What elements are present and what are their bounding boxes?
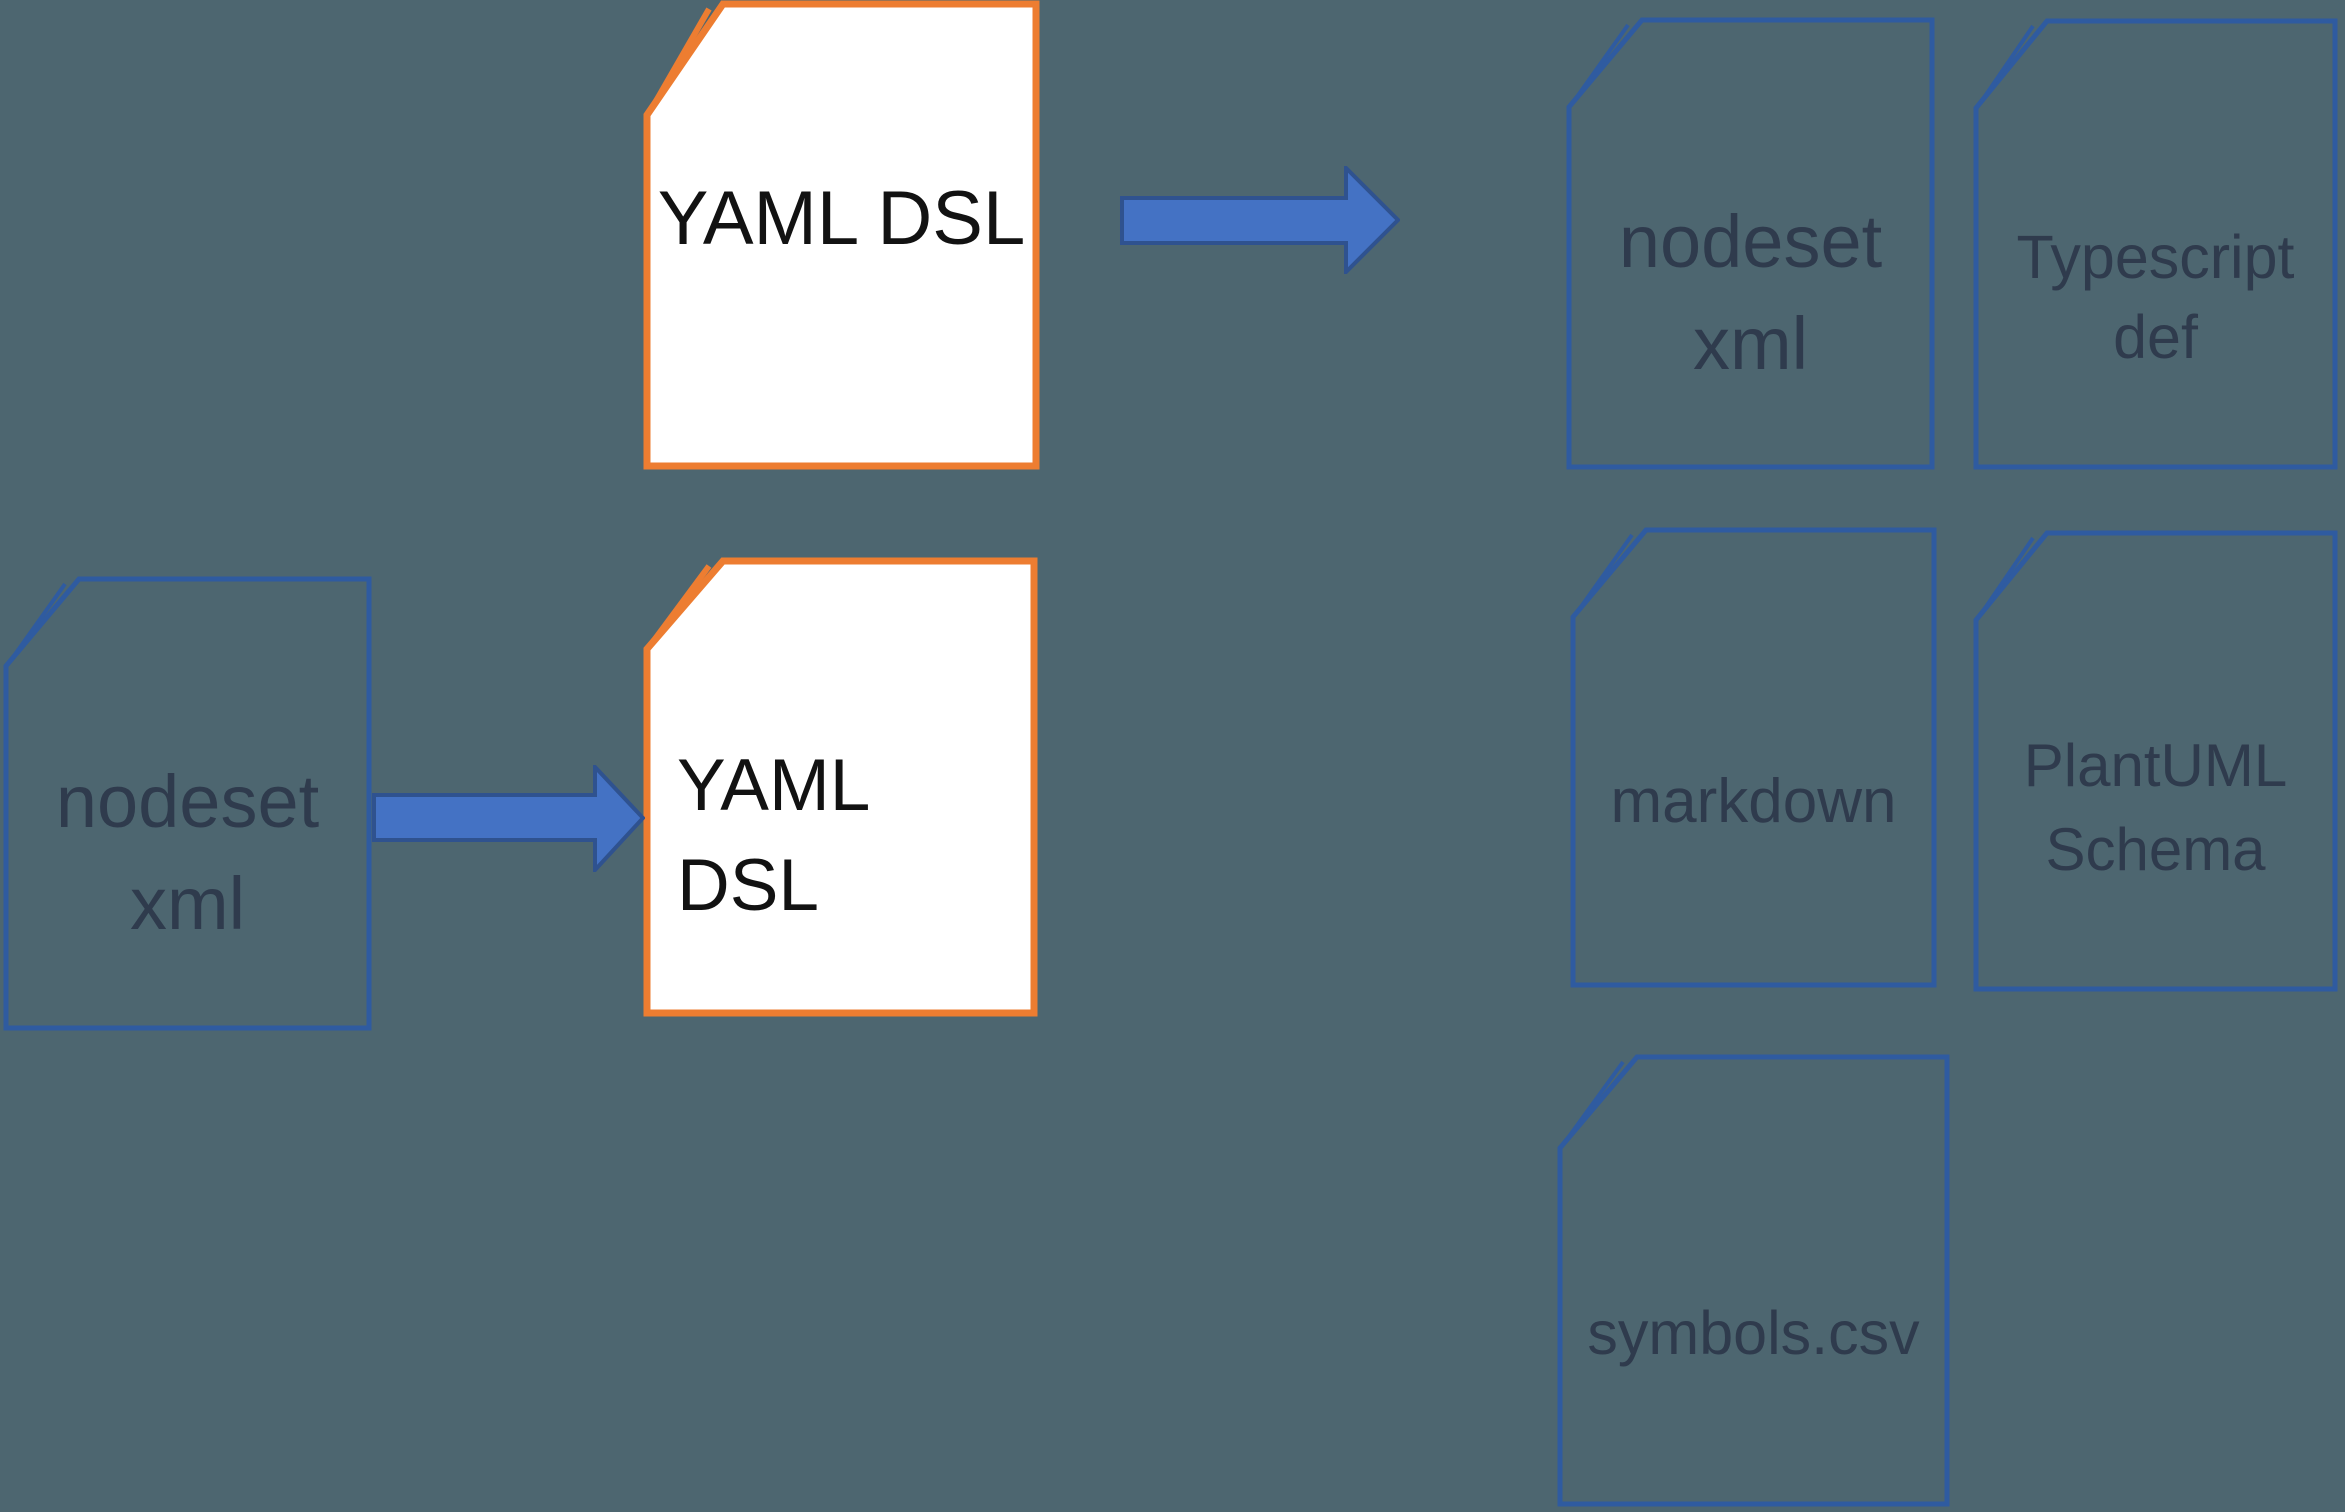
folded-corner-line	[1979, 536, 2035, 616]
file-icon	[643, 557, 1038, 1017]
document-typescript-def: Typescript def	[1973, 18, 2338, 470]
label-line: xml	[129, 862, 246, 945]
document-label: markdown	[1570, 762, 1937, 842]
right-arrow-icon	[372, 761, 646, 876]
document-label: symbols.csv	[1557, 1293, 1950, 1373]
document-label: nodeset xml	[1566, 191, 1935, 395]
label-line: def	[2113, 303, 2198, 371]
document-yaml-dsl-top: YAML DSL	[643, 0, 1040, 470]
label-line: YAML DSL	[657, 176, 1026, 261]
folded-corner-line	[1576, 533, 1634, 613]
folded-corner-line	[9, 582, 67, 662]
document-label: Typescript def	[1973, 217, 2338, 377]
label-line: symbols.csv	[1587, 1299, 1920, 1367]
file-icon	[1557, 1054, 1950, 1507]
document-plantuml-schema: PlantUML Schema	[1973, 530, 2338, 992]
label-line: markdown	[1610, 767, 1897, 836]
folded-corner-line	[649, 7, 712, 110]
label-line: DSL	[677, 845, 820, 926]
label-line: Typescript	[2016, 223, 2295, 291]
label-line: YAML	[677, 745, 871, 826]
folded-corner-line	[1572, 23, 1630, 103]
label-line: PlantUML	[2023, 732, 2288, 799]
file-icon	[1973, 18, 2338, 470]
file-icon	[3, 576, 372, 1031]
folded-corner-line	[1979, 24, 2035, 104]
document-markdown: markdown	[1570, 527, 1937, 988]
label-line: xml	[1692, 302, 1809, 385]
label-line: Schema	[2045, 816, 2266, 883]
document-yaml-dsl-bottom: YAML DSL	[643, 557, 1038, 1017]
file-icon	[643, 0, 1040, 470]
label-line: nodeset	[55, 760, 320, 843]
document-label: YAML DSL	[643, 173, 1040, 264]
file-icon	[1973, 530, 2338, 992]
document-nodeset-xml-input: nodeset xml	[3, 576, 372, 1031]
file-icon	[1570, 527, 1937, 988]
folded-corner-line	[1563, 1060, 1625, 1144]
file-icon	[1566, 17, 1935, 470]
document-label: nodeset xml	[3, 751, 372, 955]
document-label: PlantUML Schema	[1973, 724, 2338, 892]
label-line: nodeset	[1618, 200, 1883, 283]
document-nodeset-xml-output: nodeset xml	[1566, 17, 1935, 470]
document-symbols-csv: symbols.csv	[1557, 1054, 1950, 1507]
folded-corner-line	[649, 564, 712, 645]
right-arrow-icon	[1120, 163, 1401, 277]
document-label: YAML DSL	[643, 736, 1038, 936]
